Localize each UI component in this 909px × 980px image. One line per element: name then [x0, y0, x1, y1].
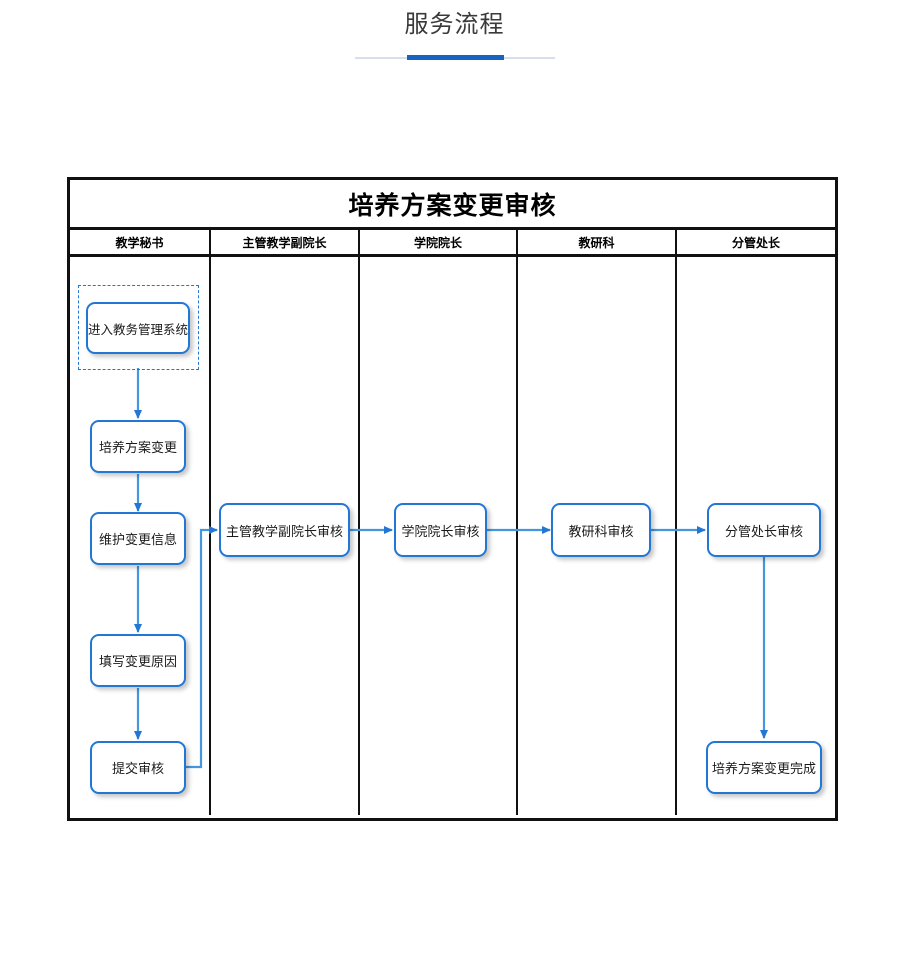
node-research-dept-review-label: 教研科审核 — [568, 523, 634, 539]
node-vice-dean-review-label: 主管教学副院长审核 — [225, 523, 343, 539]
node-enter-system-label: 进入教务管理系统 — [88, 322, 189, 337]
lane-header-jiaoxuemishu: 教学秘书 — [70, 230, 211, 254]
swimlane-title: 培养方案变更审核 — [70, 180, 835, 230]
lane-header-xueyuan-yuanzhang: 学院院长 — [360, 230, 518, 254]
lane-body-xueyuan-yuanzhang — [360, 257, 518, 815]
node-submit-review-label: 提交审核 — [111, 761, 164, 776]
node-research-dept-review[interactable]: 教研科审核 — [551, 503, 651, 557]
node-enter-system[interactable]: 进入教务管理系统 — [86, 302, 190, 354]
page-title: 服务流程 — [404, 11, 505, 38]
node-dean-review-label: 学院院长审核 — [401, 523, 480, 539]
node-fill-reason-label: 填写变更原因 — [98, 654, 177, 669]
node-vice-dean-review[interactable]: 主管教学副院长审核 — [219, 503, 350, 557]
node-fill-reason[interactable]: 填写变更原因 — [90, 634, 186, 687]
lane-header-fenguan-chuzhang: 分管处长 — [731, 235, 780, 250]
lane-body-jiaoxuemishu — [70, 257, 211, 815]
node-plan-change-label: 培养方案变更 — [98, 440, 177, 455]
swimlane-diagram: 培养方案变更审核 教学秘书 主管教学副院长 学院院长 教研科 分管处长 — [67, 177, 838, 821]
lane-body-jiaoyanke — [518, 257, 677, 815]
node-director-review-label: 分管处长审核 — [724, 523, 803, 539]
lane-body-zhuguan-fuyuanzhang — [211, 257, 360, 815]
lane-header-row: 教学秘书 主管教学副院长 学院院长 教研科 分管处长 — [70, 230, 835, 257]
node-change-complete[interactable]: 培养方案变更完成 — [706, 741, 822, 794]
node-dean-review[interactable]: 学院院长审核 — [394, 503, 487, 557]
lane-header-zhuguan-fuyuanzhang: 主管教学副院长 — [211, 230, 360, 254]
lane-body-row — [70, 257, 835, 815]
node-plan-change[interactable]: 培养方案变更 — [90, 420, 186, 473]
edge-submit-review-to-vice-dean — [186, 526, 218, 769]
node-change-complete-label: 培养方案变更完成 — [711, 761, 816, 776]
node-director-review[interactable]: 分管处长审核 — [707, 503, 821, 557]
node-maintain-info[interactable]: 维护变更信息 — [90, 512, 186, 565]
node-maintain-info-label: 维护变更信息 — [98, 532, 177, 547]
node-submit-review[interactable]: 提交审核 — [90, 741, 186, 794]
lane-header-jiaoyanke: 教研科 — [518, 230, 677, 254]
page-title-block: 服务流程 — [0, 8, 909, 42]
selection-marquee — [78, 285, 199, 370]
title-divider-accent — [407, 55, 504, 60]
